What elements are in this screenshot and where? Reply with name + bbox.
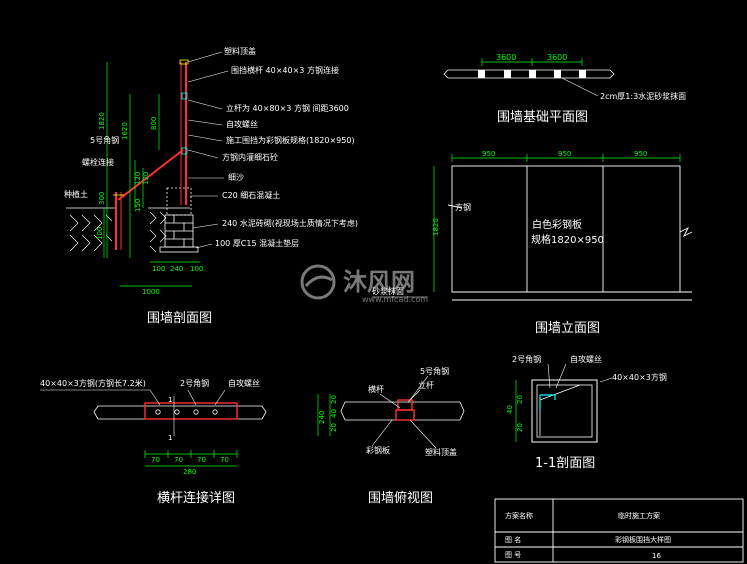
elev-base-label: 砂浆抹面 [372, 286, 404, 296]
dim-v-150: 150 [134, 199, 142, 212]
callout-panel: 施工围挡为彩钢板规格(1820×950) [226, 135, 355, 145]
dim-v-1820: 1820 [98, 112, 106, 130]
topview-dim-total: 240 [318, 411, 326, 424]
callout-cap: 塑料顶盖 [224, 46, 256, 56]
watermark: 沐风网 www.mfcad.com [300, 264, 428, 304]
callout-post: 立杆为 40×80×3 方钢 间距3600 [226, 103, 349, 113]
callout-leaders [187, 51, 229, 249]
s11-dim-2: 20 [516, 395, 524, 404]
elevation-title: 围墙立面图 [535, 321, 600, 336]
crossbar-dim-4: 70 [220, 456, 229, 464]
crossbar-label-left: 40×40×3方钢(方钢长7.2米) [40, 378, 146, 388]
tb-row1-label: 方案名称 [505, 511, 533, 520]
title-block: 方案名称 临时施工方案 图 名 彩钢板围挡大样图 图 号 16 [494, 498, 744, 563]
crossbar-detail: 40×40×3方钢(方钢长7.2米) 2号角钢 自攻螺丝 1 1 70 70 7… [40, 378, 267, 506]
topview-label-post: 立杆 [418, 380, 434, 390]
crossbar-mark-top: 1 [168, 396, 172, 404]
plan-title: 围墙基础平面图 [497, 110, 588, 125]
section-drawing: 围墙剖面图 塑料顶盖 围挡横杆 40×40×3 方钢连接 立杆为 40×80×3… [64, 46, 358, 326]
s11-title: 1-1剖面图 [535, 456, 595, 471]
dim-v-100: 100 [96, 227, 104, 240]
elev-dim-2: 950 [558, 150, 571, 158]
tb-row2-label: 图 名 [505, 535, 521, 544]
tb-row3-value: 16 [652, 552, 661, 560]
watermark-text: 沐风网 [343, 268, 415, 296]
dim-v-800: 800 [150, 117, 158, 130]
dim-h-100b: 100 [190, 265, 203, 273]
s11-label-angle: 2号角钢 [512, 354, 541, 364]
plan-note: 2cm厚1:3水泥砂浆抹面 [600, 91, 686, 101]
dim-h-100a: 100 [152, 265, 165, 273]
tb-row2-value: 彩钢板围挡大样图 [615, 535, 671, 544]
foundation-post-blocks [478, 70, 586, 78]
callout-grout: 方钢内灌细石砼 [222, 152, 278, 162]
label-soil: 种植土 [64, 189, 88, 199]
callout-crossbar: 围挡横杆 40×40×3 方钢连接 [231, 65, 339, 75]
top-view: 横杆 立杆 5号角钢 彩钢板 塑料顶盖 20 40 20 240 围墙俯视图 [317, 366, 465, 506]
elev-dim-1: 950 [482, 150, 495, 158]
topview-dim-3: 20 [330, 423, 338, 432]
s11-label-tube: 40×40×3方钢 [612, 372, 667, 382]
s11-dim-3: 20 [516, 423, 524, 432]
elev-panel-text-1: 白色彩钢板 [532, 218, 582, 231]
plan-dim-1: 3600 [496, 53, 516, 62]
topview-label-panel: 彩钢板 [366, 445, 390, 455]
elev-label-post: 方钢 [455, 202, 471, 212]
elev-dim-3: 950 [634, 150, 647, 158]
s11-label-screw: 自攻螺丝 [570, 354, 602, 364]
crossbar-dim-3: 70 [197, 456, 206, 464]
topview-dim-1: 20 [330, 395, 338, 404]
s11-dim-1: 40 [506, 405, 514, 414]
crossbar-label-right: 自攻螺丝 [228, 378, 260, 388]
topview-dim-2: 40 [330, 409, 338, 418]
dim-v-300: 300 [98, 192, 106, 205]
dim-v-120b: 120 [142, 172, 150, 185]
crossbar-screws [155, 409, 218, 415]
dim-h-240: 240 [170, 265, 183, 273]
section-dim-lines [103, 62, 200, 287]
fence-post [113, 59, 189, 250]
callout-brick: 240 水泥砖砌(视现场土质情况下考虑) [222, 218, 358, 228]
crossbar-dim-1: 70 [151, 456, 160, 464]
section-1-1: 2号角钢 自攻螺丝 40×40×3方钢 40 20 20 1-1剖面图 [506, 354, 667, 471]
elev-panel-text-2: 规格1820×950 [531, 233, 604, 246]
foundation-plan: 3600 3600 2cm厚1:3水泥砂浆抹面 围墙基础平面图 [443, 53, 686, 125]
callout-sand: 细沙 [228, 172, 244, 182]
crossbar-label-mid: 2号角钢 [180, 378, 209, 388]
watermark-url: www.mfcad.com [362, 295, 428, 304]
label-bolt: 螺栓连接 [82, 157, 114, 167]
label-angle-steel: 5号角钢 [90, 135, 119, 145]
topview-label-bar: 横杆 [368, 384, 384, 394]
topview-title: 围墙俯视图 [368, 490, 433, 506]
dim-v-1620: 1620 [121, 122, 129, 140]
callout-screw: 自攻螺丝 [226, 119, 258, 129]
crossbar-dim-2: 70 [174, 456, 183, 464]
tb-row1-value: 临时施工方案 [618, 511, 660, 520]
dim-v-120a: 120 [134, 172, 142, 185]
elevation: 950 950 950 1820 方钢 白色彩钢板 规格1820×950 砂浆抹… [372, 150, 693, 336]
tb-row3-label: 图 号 [505, 551, 521, 559]
plan-dim-2: 3600 [547, 53, 567, 62]
elevation-panels [447, 165, 693, 301]
dim-h-1000: 1000 [142, 288, 160, 296]
section-title: 围墙剖面图 [147, 311, 212, 326]
callout-concrete: C20 细石混凝土 [222, 190, 280, 200]
crossbar-title: 横杆连接详图 [157, 490, 235, 506]
elev-dim-side: 1820 [432, 218, 440, 236]
callout-base: 100 厚C15 混凝土垫层 [215, 238, 299, 248]
crossbar-mark-bottom: 1 [168, 434, 172, 442]
crossbar-dim-total: 280 [183, 468, 196, 476]
topview-label-cap: 塑料顶盖 [425, 447, 457, 457]
brick-footing [159, 187, 199, 253]
topview-label-angle: 5号角钢 [420, 366, 449, 376]
